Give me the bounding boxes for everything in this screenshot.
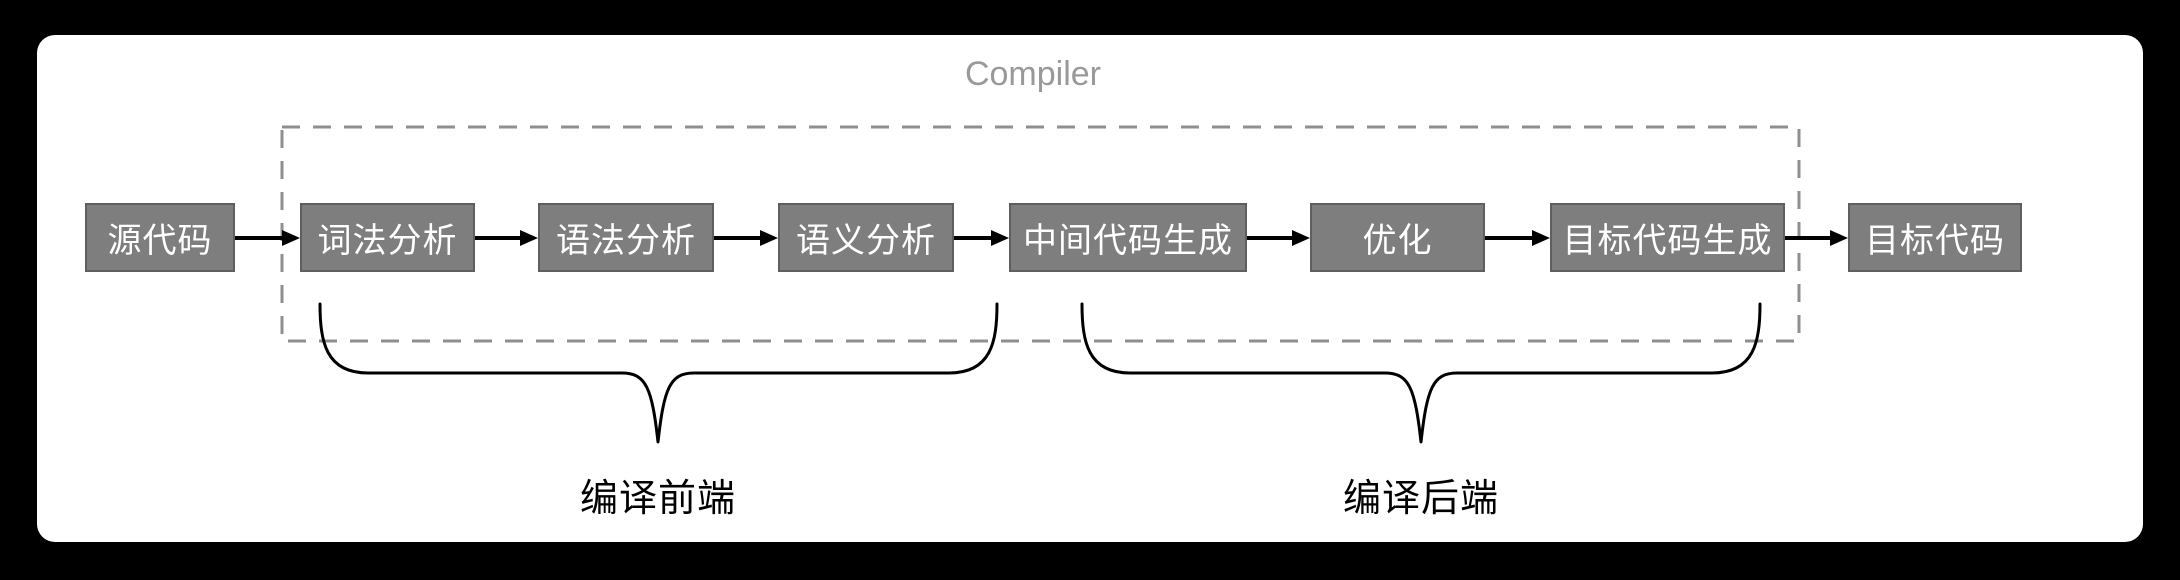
backend-brace [1080,302,1762,444]
flow-arrow-semantic-to-intermediate [954,230,1009,246]
node-target-code-generation: 目标代码生成 [1550,203,1785,272]
node-semantic-analysis: 语义分析 [778,203,954,272]
node-optimization: 优化 [1310,203,1485,272]
node-syntax-analysis: 语法分析 [538,203,714,272]
node-source-code: 源代码 [85,203,235,272]
flow-arrow-intermediate-to-optimization [1247,230,1310,246]
node-lexical-analysis: 词法分析 [300,203,475,272]
flow-arrow-targetgen-to-target [1785,230,1848,246]
diagram-title: Compiler [964,55,1102,93]
flow-arrow-optimization-to-targetgen [1485,230,1550,246]
flow-arrow-source-to-lexical [235,230,300,246]
group-label-backend: 编译后端 [1342,478,1499,520]
node-intermediate-code-generation: 中间代码生成 [1009,203,1247,272]
flow-arrow-lexical-to-syntax [475,230,538,246]
frontend-brace [318,302,999,444]
node-target-code: 目标代码 [1848,203,2022,272]
flow-arrow-syntax-to-semantic [714,230,778,246]
diagram-card [37,35,2143,542]
group-label-frontend: 编译前端 [579,478,736,520]
